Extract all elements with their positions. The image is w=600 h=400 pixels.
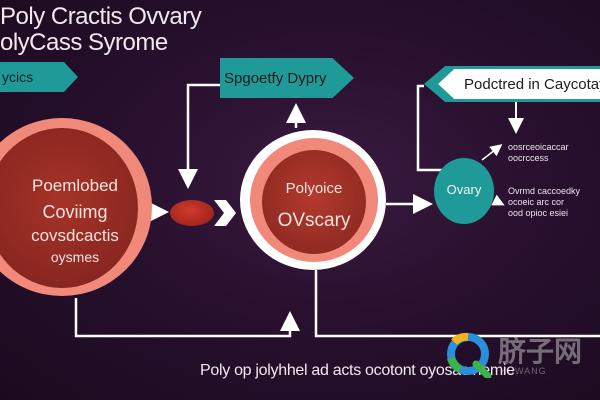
connector-bottom-loop-left: [74, 298, 300, 338]
right-circle: [434, 158, 494, 224]
title-line-1: Poly Cractis Ovvary: [0, 3, 202, 30]
banner-left: ycics: [0, 62, 78, 92]
banner-right-label: Podctred in Caycotay: [464, 75, 600, 93]
watermark-name: 脐子网: [498, 335, 583, 368]
center-circle-line-1: Polyoice: [285, 180, 343, 197]
note-bottom-2: ocoeic arc cor: [508, 197, 565, 207]
connector-banner-to-cell: [178, 83, 220, 189]
connector-teal-to-banner: [416, 84, 442, 172]
center-circle-core: [262, 150, 366, 254]
note-bottom-3: ood opioc esiei: [508, 208, 569, 218]
left-circle-line-1: Poemlobed: [31, 176, 118, 195]
banner-middle: Spgoetfy Dypry: [220, 58, 354, 98]
note-bottom-1: Ovrmd caccoedky: [508, 186, 581, 196]
connector-teal-to-notes-bottom: [491, 194, 505, 206]
watermark-logo-icon: [447, 332, 492, 378]
right-circle-label: Ovary: [446, 182, 482, 197]
note-top-2: oocrccess: [508, 153, 549, 163]
cell-to-ovary-arrow: [214, 200, 236, 226]
note-top-1: oosrceoicaccar: [508, 142, 569, 152]
left-circle-inner: [0, 128, 138, 288]
connector-teal-to-notes-top: [481, 144, 503, 161]
banner-right: Podctred in Caycotay: [424, 66, 600, 102]
left-circle-line-4: oysmes: [50, 249, 100, 265]
small-cell-icon: [170, 200, 214, 226]
banner-middle-label: Spgoetfy Dypry: [224, 69, 327, 87]
banner-left-label: ycics: [2, 69, 34, 85]
watermark-sub: HUWANG: [500, 366, 547, 376]
connector-bottom-loop-right: [314, 270, 600, 338]
bottom-caption: Poly op jolyhhel ad acts ocotont oyosac …: [200, 362, 515, 379]
title-line-2: olyCass Syrome: [0, 29, 168, 56]
left-circle-line-3: covsdcactis: [31, 226, 119, 245]
left-circle-line-2: Coviimg: [42, 202, 108, 222]
center-circle-line-2: OVscary: [277, 210, 351, 231]
